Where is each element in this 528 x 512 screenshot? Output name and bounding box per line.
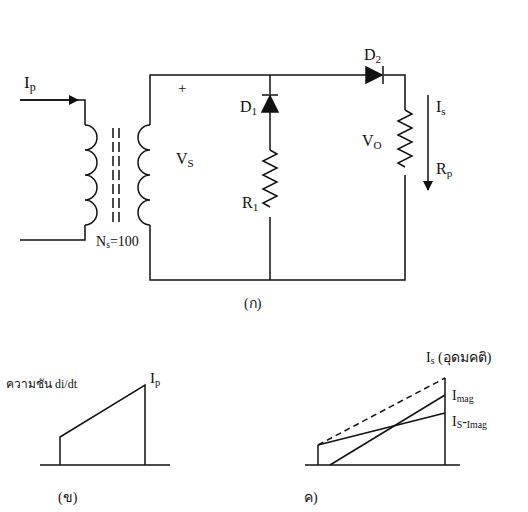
current-label: Ip — [24, 74, 36, 94]
voltage-label: VO — [362, 132, 382, 151]
polarity-mark: + — [178, 80, 186, 97]
axis-line — [305, 464, 460, 466]
primary-coil — [85, 125, 97, 225]
ideal-secondary-waveform — [318, 378, 445, 445]
current-label: Ip — [150, 370, 160, 388]
resistor-label: R1 — [242, 194, 258, 213]
resistor-symbol — [263, 150, 277, 207]
figure-label: ค) — [304, 490, 318, 505]
core-line — [112, 128, 114, 222]
diode-label: D2 — [364, 46, 381, 65]
wire — [384, 75, 405, 110]
figure-label: (ก) — [244, 296, 261, 311]
wire — [269, 217, 271, 280]
figure-label: (ข) — [58, 490, 77, 505]
wire — [269, 112, 271, 150]
wire — [20, 100, 85, 125]
wire — [269, 75, 271, 94]
current-difference-label: IS-Imag — [452, 414, 487, 431]
primary-current-waveform — [60, 385, 145, 465]
diode-symbol — [262, 96, 278, 112]
current-label: Is — [436, 98, 446, 117]
magnetizing-current-waveform — [330, 395, 445, 465]
magnetizing-current-label: Imag — [452, 388, 474, 405]
wire — [150, 75, 366, 125]
voltage-label: VS — [176, 150, 194, 169]
secondary-current-waveform — [318, 413, 445, 445]
turns-label: Ns=100 — [96, 234, 139, 251]
current-arrow — [427, 95, 429, 190]
waveform — [444, 378, 446, 465]
wire — [150, 175, 405, 280]
diode-label: D1 — [240, 98, 257, 117]
secondary-coil — [138, 125, 150, 225]
diode-symbol — [382, 66, 384, 84]
waveform — [317, 445, 319, 465]
wire — [20, 225, 85, 240]
resistor-symbol — [398, 110, 412, 167]
diode-symbol — [366, 67, 382, 83]
ideal-current-label: Is (อุดมคติ) — [426, 350, 491, 367]
resistor-label: Rp — [436, 160, 452, 179]
core-line — [118, 128, 120, 222]
slope-label: ความชัน di/dt — [6, 378, 77, 391]
